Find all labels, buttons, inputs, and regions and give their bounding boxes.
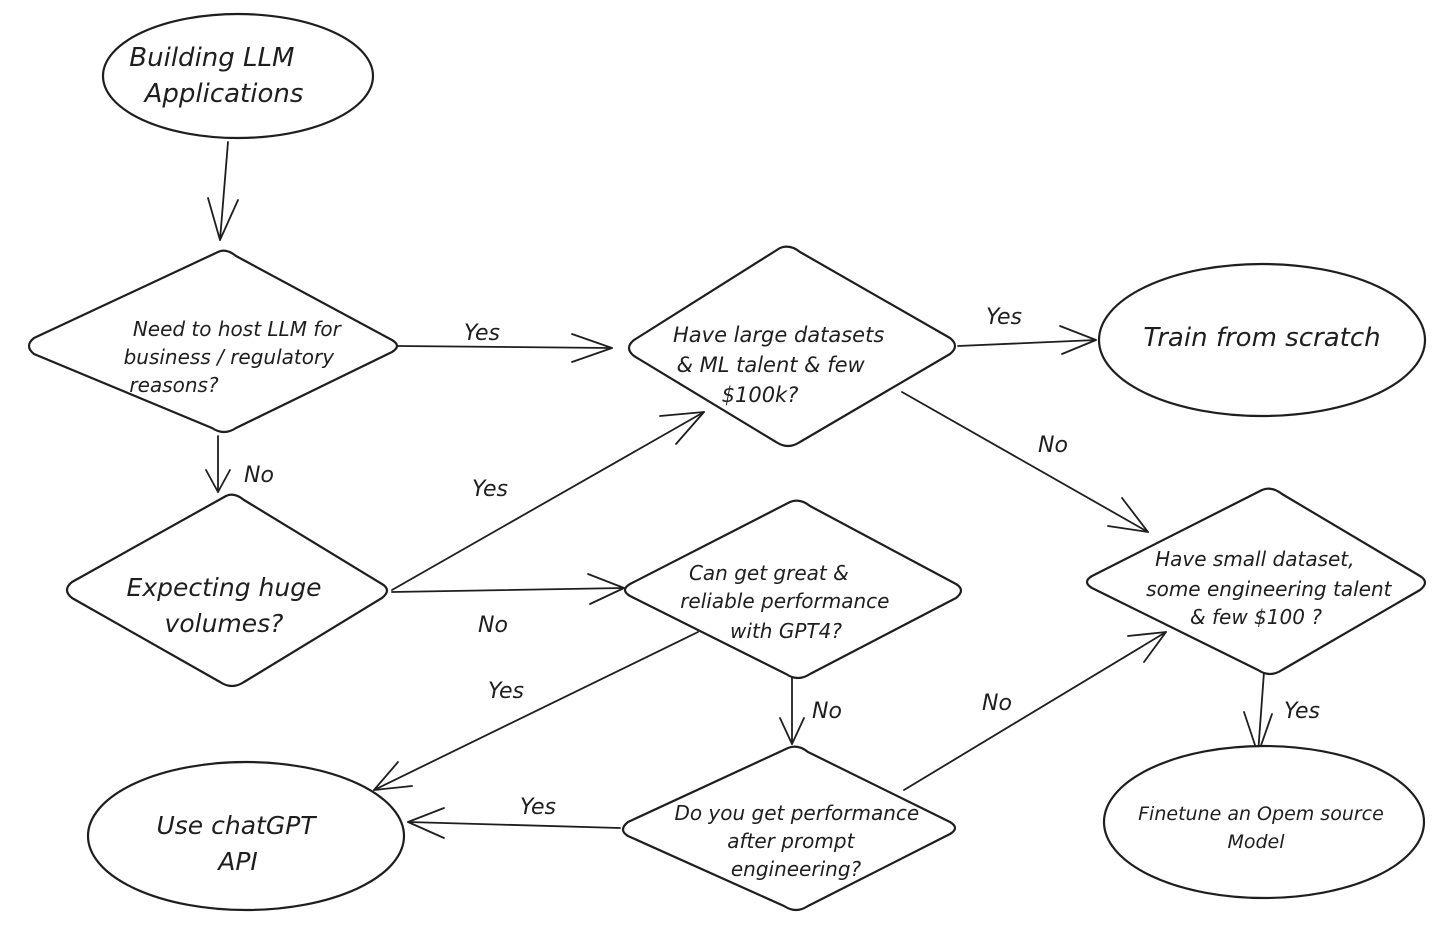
node-prompt-line-2: after prompt [727,829,855,853]
edge-large-to-small [901,391,1149,533]
node-large-line-1: Have large datasets [673,323,884,347]
node-finetune: Finetune an Opem source Model [1102,744,1426,900]
svg-text:Use chatGPT API: Use chatGPT API [156,811,323,876]
node-large-line-2: & ML talent & few [677,353,866,377]
svg-text:Do you get performance: Do you get performance after prompt engi… [674,801,925,881]
node-train: Train from scratch [1097,262,1427,418]
label-large-no: No [1038,433,1068,458]
label-gpt4-no: No [812,699,842,724]
node-host-line-2: business / regulatory [124,345,336,369]
node-finetune-line-1: Finetune an Opem source [1138,803,1384,825]
node-volume: Expecting huge volumes? [65,493,389,688]
node-volume-line-1: Expecting huge [127,573,322,602]
node-start-line-2: Applications [143,79,304,109]
node-small-line-1: Have small dataset, [1155,547,1354,571]
svg-text:Need to host LLM for b: Need to host LLM for business / regulato… [124,317,348,397]
node-gpt4-line-2: reliable performance [680,589,889,613]
edge-volume-to-large [391,411,705,591]
node-chatgpt-line-1: Use chatGPT [156,811,317,840]
node-small-line-3: & few $100 ? [1190,605,1322,629]
label-large-yes: Yes [986,305,1022,330]
node-gpt4-line-1: Can get great & [689,561,849,585]
node-small: Have small dataset, some engineering tal… [1085,487,1427,676]
nodes: Building LLM Applications Need to host L… [27,12,1427,912]
edge-prompt-to-chatgpt [407,807,621,839]
label-small-yes: Yes [1284,699,1320,724]
svg-text:Finetune an Opem source: Finetune an Opem source Model [1138,803,1390,853]
label-prompt-yes: Yes [520,795,556,820]
node-finetune-line-2: Model [1227,831,1285,853]
node-chatgpt-line-2: API [216,847,258,876]
node-chatgpt: Use chatGPT API [86,760,406,912]
edge-gpt4-to-prompt [779,677,805,745]
edge-host-to-volume [205,435,231,493]
svg-text:Train from scratch: Train from scratch [1143,323,1380,353]
label-host-yes: Yes [464,321,500,346]
node-large: Have large datasets & ML talent & few $1… [627,245,957,448]
label-volume-yes: Yes [472,477,508,502]
edges [205,141,1273,839]
node-host-line-1: Need to host LLM for [133,317,343,341]
edge-prompt-to-small [903,631,1167,791]
edge-host-to-large [397,333,613,363]
node-gpt4: Can get great & reliable performance wit… [623,499,963,680]
node-host-line-3: reasons? [129,373,219,397]
svg-text:Expecting huge volumes: Expecting huge volumes? [127,573,330,638]
label-gpt4-yes: Yes [488,679,524,704]
edge-large-to-train [957,325,1097,355]
svg-text:Have large datasets &: Have large datasets & ML talent & few $1… [673,323,891,407]
label-host-no: No [244,463,274,488]
edge-volume-to-gpt4 [391,573,625,605]
node-large-line-3: $100k? [722,383,799,407]
edge-labels: Yes No Yes No Yes No Yes No Yes No Yes [244,305,1320,820]
edge-gpt4-to-chatgpt [373,631,699,791]
node-start: Building LLM Applications [101,12,375,140]
node-host: Need to host LLM for business / regulato… [27,249,399,434]
svg-text:Have small dataset, so: Have small dataset, some engineering tal… [1146,547,1398,629]
label-prompt-no: No [982,691,1012,716]
node-train-line-1: Train from scratch [1143,323,1380,353]
node-prompt-line-1: Do you get performance [674,801,919,825]
edge-small-to-finetune [1243,671,1273,755]
svg-text:Can get great & reliab: Can get great & reliable performance wit… [680,561,896,643]
node-small-line-2: some engineering talent [1146,577,1392,601]
node-gpt4-line-3: with GPT4? [730,619,842,643]
node-volume-line-2: volumes? [165,609,284,638]
label-volume-no: No [478,613,508,638]
node-start-line-1: Building LLM [129,43,294,73]
node-prompt: Do you get performance after prompt engi… [621,745,957,912]
edge-start-to-host [207,141,239,241]
svg-text:Building LLM Applicati: Building LLM Applications [129,43,303,109]
node-prompt-line-3: engineering? [731,857,862,881]
